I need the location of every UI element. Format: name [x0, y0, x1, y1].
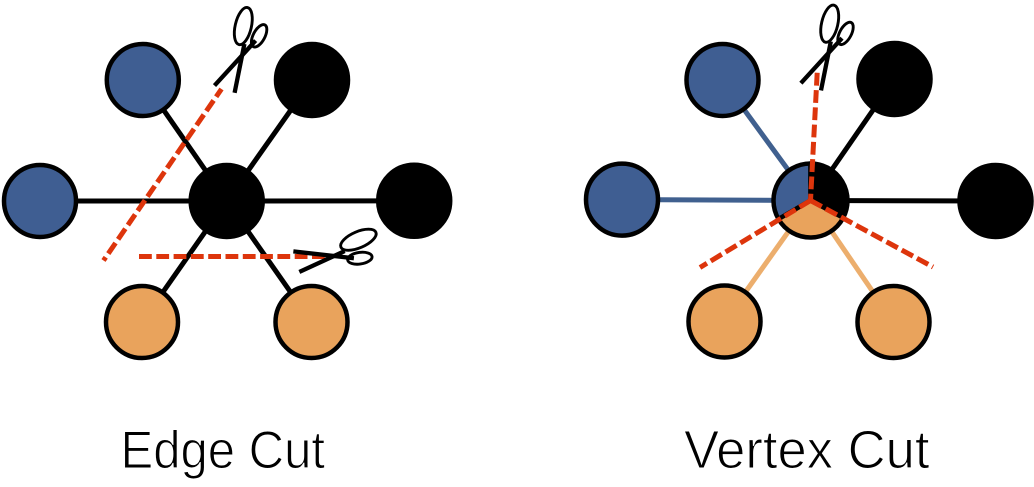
svg-text:Edge Cut: Edge Cut	[121, 421, 326, 480]
svg-text:Vertex Cut: Vertex Cut	[684, 420, 930, 480]
